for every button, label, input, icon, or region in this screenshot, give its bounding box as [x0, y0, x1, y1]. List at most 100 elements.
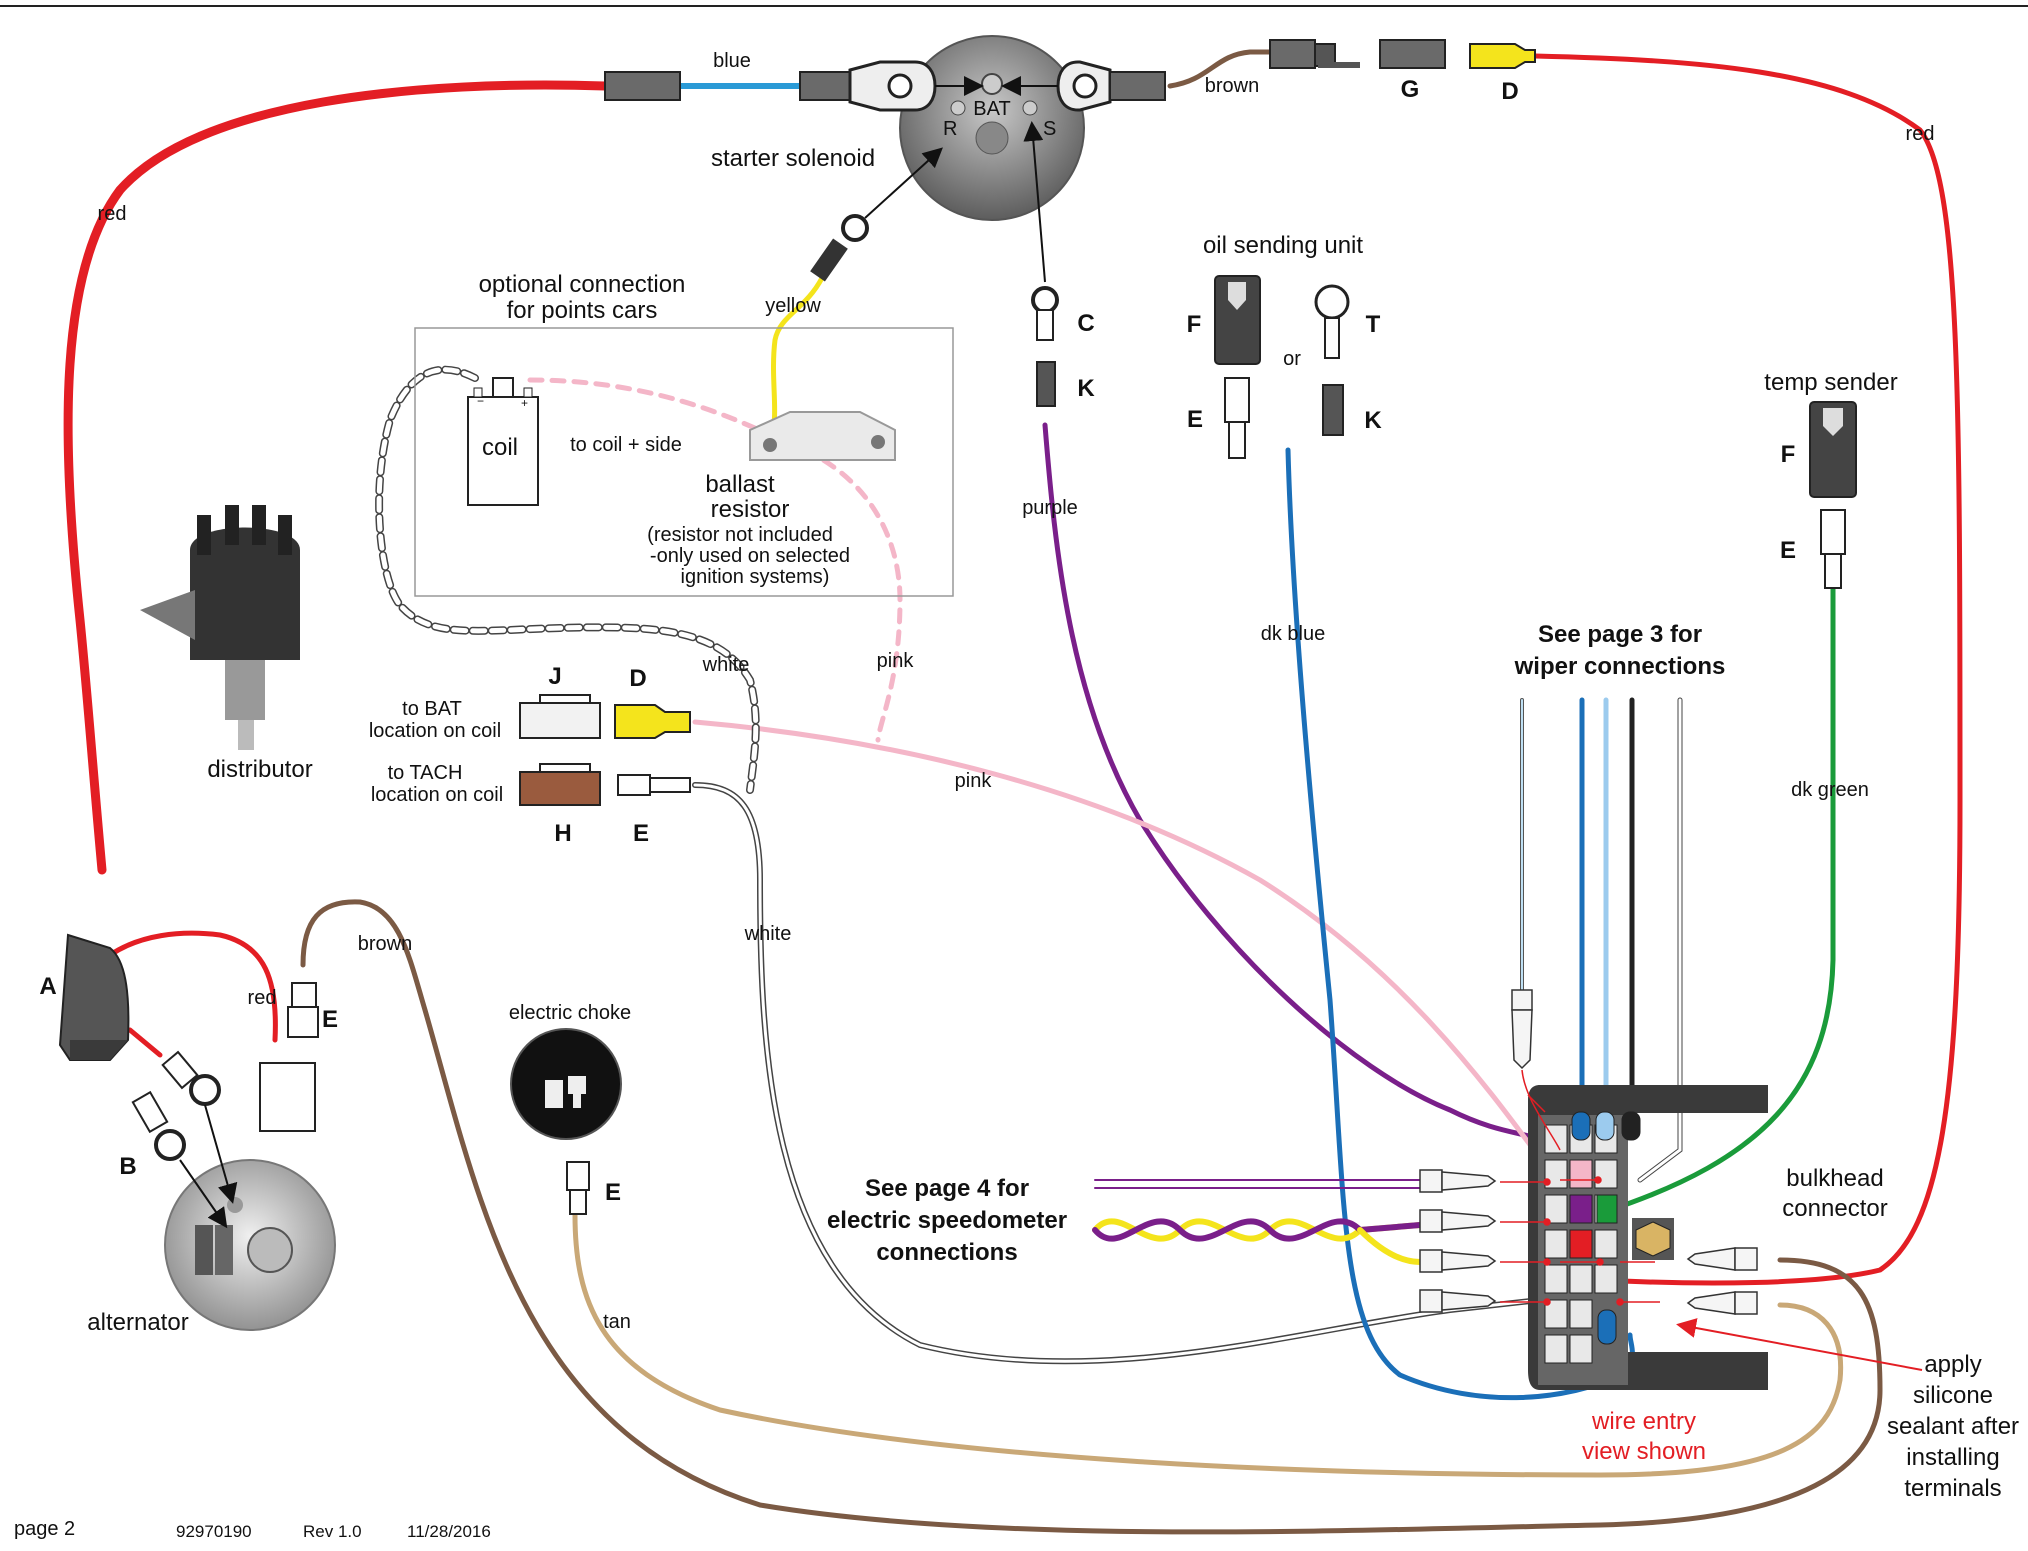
label-bulkhead-2: connector [1782, 1195, 1887, 1222]
label-coil: coil [482, 434, 518, 461]
letter-g: G [1401, 76, 1420, 103]
letter-e-tach: E [633, 820, 649, 847]
letter-c: C [1077, 310, 1094, 337]
terminal-t [1314, 284, 1350, 359]
s-label: S [1043, 118, 1056, 140]
pink-wire [692, 719, 1563, 1188]
label-temp-sender: temp sender [1764, 369, 1897, 396]
label-speedo-2: electric speedometer [827, 1207, 1067, 1234]
label-dk-blue: dk blue [1261, 623, 1326, 645]
distributor [140, 505, 300, 750]
alternator [164, 1159, 336, 1331]
bat-terminal [981, 73, 1003, 95]
footer: page 2 92970190 Rev 1.0 11/28/2016 [14, 1518, 491, 1541]
label-red-alt: red [248, 987, 277, 1009]
connector-e-choke [566, 1161, 590, 1215]
dk-green-wire [1607, 579, 1836, 1213]
temp-sender [1809, 401, 1857, 589]
label-tan: tan [603, 1311, 631, 1333]
letter-f-temp: F [1781, 441, 1796, 468]
red-wire-alt [107, 930, 278, 1043]
label-bulkhead-1: bulkhead [1786, 1165, 1883, 1192]
red-wire-alt-b [127, 1027, 163, 1058]
connector-d-mid [614, 704, 691, 739]
label-ballast-2: resistor [711, 496, 790, 523]
letter-a: A [39, 973, 56, 1000]
label-brown-top: brown [1205, 75, 1259, 97]
label-ballast-note-1: (resistor not included [647, 524, 833, 546]
labels: blue brown red red starter solenoid yell… [87, 50, 2019, 1502]
label-distributor: distributor [207, 756, 312, 783]
oil-sending-unit [1214, 275, 1350, 459]
label-oil-sending-unit: oil sending unit [1203, 232, 1363, 259]
ballast-resistor [749, 411, 896, 461]
label-coil-minus: − [477, 394, 484, 408]
label-purple: purple [1022, 497, 1078, 519]
label-pink-dashed: pink [877, 650, 915, 672]
r-label: R [943, 118, 957, 140]
label-alternator: alternator [87, 1309, 188, 1336]
label-optional-1: optional connection [479, 271, 686, 298]
footer-page: page 2 [14, 1518, 75, 1540]
label-wiper-1: See page 3 for [1538, 621, 1702, 648]
purple-wire [1042, 422, 1558, 1153]
yellow-wire-solenoid [767, 275, 825, 440]
letter-k-oil: K [1364, 407, 1382, 434]
connector-e-tach [617, 774, 691, 796]
wires [63, 49, 1963, 1535]
label-blue: blue [713, 50, 751, 72]
label-yellow: yellow [765, 295, 821, 317]
coil [467, 377, 539, 506]
label-starter-solenoid: starter solenoid [711, 145, 875, 172]
connector-a [58, 933, 130, 1061]
connector-e-alt [287, 982, 319, 1038]
label-pink: pink [955, 770, 993, 792]
label-white: white [744, 923, 792, 945]
brown-wire-long [300, 899, 1883, 1535]
label-speedo-1: See page 4 for [865, 1175, 1029, 1202]
letter-labels: G D C K F E T K F E J D H E A E B E [39, 76, 1796, 1206]
label-optional-2: for points cars [507, 297, 658, 324]
label-speedo-3: connections [876, 1239, 1017, 1266]
letter-e-oil: E [1187, 406, 1203, 433]
red-wire-right [1532, 53, 1963, 1286]
label-ballast-note-3: ignition systems) [681, 566, 830, 588]
yellow-ring-terminal [810, 147, 943, 282]
bat-label: BAT [973, 98, 1010, 120]
label-wiper-2: wiper connections [1514, 653, 1726, 680]
label-apply-5: terminals [1904, 1475, 2001, 1502]
brown-wire-top [1167, 49, 1278, 89]
label-brown-long: brown [358, 933, 412, 955]
optional-points-box [414, 327, 954, 597]
label-ballast-note-2: -only used on selected [650, 545, 850, 567]
connector-k-c [1036, 361, 1056, 407]
starter-solenoid: BAT R S [604, 35, 1536, 221]
footer-revision: Rev 1.0 [303, 1522, 362, 1541]
footer-date: 11/28/2016 [407, 1522, 491, 1541]
terminal-ring-alt [161, 1050, 238, 1204]
connector-h [519, 763, 601, 806]
tan-wire [572, 1212, 1844, 1478]
pink-dashed-wire [527, 377, 903, 743]
letter-d-mid: D [629, 665, 646, 692]
silicone-arrow [1676, 1318, 1923, 1371]
connector-f-oil [1214, 275, 1261, 365]
label-red-right: red [1906, 123, 1935, 145]
label-dk-green: dk green [1791, 779, 1869, 801]
label-electric-choke: electric choke [509, 1002, 631, 1024]
connector-f-temp [1809, 401, 1857, 498]
terminal-c [1023, 121, 1059, 341]
label-to-coil-side: to coil + side [570, 434, 682, 456]
connector-e-temp [1820, 509, 1846, 589]
letter-f-oil: F [1187, 311, 1202, 338]
electric-choke [510, 1028, 622, 1140]
label-white-dashed: white [702, 654, 750, 676]
label-apply-3: sealant after [1887, 1413, 2019, 1440]
footer-part-number: 92970190 [176, 1522, 252, 1541]
label-ballast-1: ballast [705, 471, 775, 498]
label-apply-2: silicone [1913, 1382, 1993, 1409]
label-to-bat-2: location on coil [369, 720, 501, 742]
label-red-left: red [98, 203, 127, 225]
letter-j: J [548, 663, 561, 690]
